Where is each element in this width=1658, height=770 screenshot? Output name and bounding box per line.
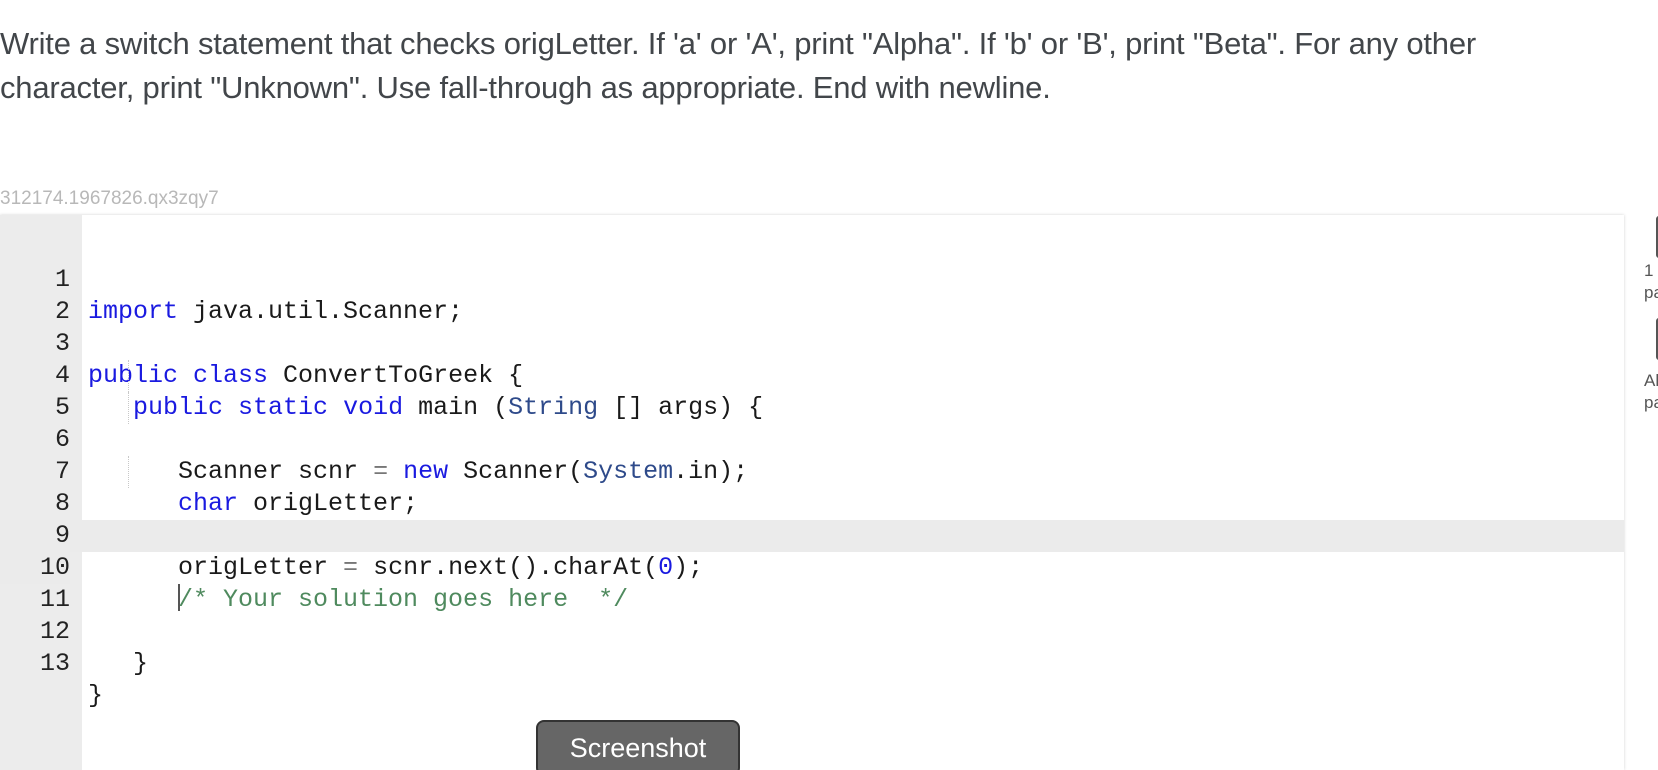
screenshot-button[interactable]: Screenshot bbox=[536, 720, 740, 770]
side-label-2a: Al bbox=[1644, 371, 1658, 390]
code-line-7[interactable]: 7 bbox=[0, 424, 1624, 486]
code-token: java.util.Scanner; bbox=[178, 297, 464, 326]
line-number: 13 bbox=[39, 649, 70, 678]
line-number: 5 bbox=[54, 393, 70, 422]
code-token: origLetter bbox=[178, 553, 344, 582]
code-token: ); bbox=[673, 553, 704, 582]
code-line-5[interactable]: 5 Scanner scnr = new Scanner(System.in); bbox=[0, 360, 1624, 486]
line-number-gutter bbox=[0, 215, 82, 770]
code-token: scnr.next().charAt( bbox=[358, 553, 659, 582]
keyword-token: class bbox=[193, 361, 269, 390]
indent-guide bbox=[128, 392, 129, 424]
code-token: origLetter; bbox=[238, 489, 419, 518]
text-cursor bbox=[178, 583, 181, 611]
prompt-line-2: character, print "Unknown". Use fall-thr… bbox=[0, 70, 1051, 105]
results-side-panel: 1 pa Al pa bbox=[1638, 210, 1658, 460]
code-line-8[interactable]: 8 origLetter = scnr.next().charAt(0); bbox=[0, 456, 1624, 582]
code-token: Scanner scnr bbox=[178, 457, 374, 486]
code-token: Scanner( bbox=[448, 457, 584, 486]
code-token: } bbox=[133, 649, 149, 678]
code-editor[interactable]: 1 import java.util.Scanner; 2 3 public c… bbox=[0, 215, 1624, 770]
code-line-4[interactable]: 4 public static void main (String [] arg… bbox=[0, 328, 1624, 422]
keyword-token: new bbox=[403, 457, 449, 486]
line-number: 3 bbox=[54, 329, 70, 358]
side-label-1a: 1 bbox=[1644, 261, 1654, 280]
code-line-1[interactable]: 1 import java.util.Scanner; bbox=[0, 232, 1624, 326]
line-number: 10 bbox=[0, 552, 70, 584]
keyword-token: static bbox=[238, 393, 329, 422]
type-token: String bbox=[508, 393, 599, 422]
side-label-2b: pa bbox=[1644, 393, 1658, 412]
line-number: 8 bbox=[54, 489, 70, 518]
operator-token: = bbox=[373, 457, 389, 486]
comment-token: /* Your solution goes here */ bbox=[178, 585, 629, 614]
line-number: 12 bbox=[39, 617, 70, 646]
code-line-12[interactable]: 12 } bbox=[0, 584, 1624, 678]
indent-guide bbox=[128, 360, 129, 392]
line-number: 2 bbox=[54, 297, 70, 326]
line-number: 1 bbox=[54, 265, 70, 294]
indent-guide bbox=[128, 456, 129, 488]
code-line-2[interactable]: 2 bbox=[0, 264, 1624, 326]
code-token: [] args) { bbox=[598, 393, 764, 422]
type-token: System bbox=[583, 457, 674, 486]
code-token: .in); bbox=[673, 457, 749, 486]
keyword-token: public bbox=[88, 361, 179, 390]
number-token: 0 bbox=[658, 553, 674, 582]
prompt-line-1: Write a switch statement that checks ori… bbox=[0, 26, 1477, 61]
code-token: ConvertToGreek { bbox=[268, 361, 524, 390]
checkbox-icon[interactable] bbox=[1656, 216, 1658, 258]
challenge-prompt: Write a switch statement that checks ori… bbox=[0, 22, 1540, 110]
line-number: 7 bbox=[54, 457, 70, 486]
line-number: 9 bbox=[54, 521, 70, 550]
code-line-13[interactable]: 13 } bbox=[0, 616, 1624, 710]
code-token: main ( bbox=[403, 393, 509, 422]
code-line-6[interactable]: 6 char origLetter; bbox=[0, 392, 1624, 518]
operator-token: = bbox=[343, 553, 359, 582]
line-number: 11 bbox=[39, 585, 70, 614]
code-lines[interactable]: 1 import java.util.Scanner; 2 3 public c… bbox=[0, 232, 1624, 710]
code-line-10-active[interactable]: 10 /* Your solution goes here */ bbox=[0, 520, 1624, 614]
line-number: 6 bbox=[54, 425, 70, 454]
code-line-3[interactable]: 3 public class ConvertToGreek { bbox=[0, 296, 1624, 390]
keyword-token: void bbox=[343, 393, 404, 422]
keyword-token: import bbox=[88, 297, 179, 326]
code-line-11[interactable]: 11 bbox=[0, 552, 1624, 614]
code-line-9[interactable]: 9 bbox=[0, 488, 1624, 550]
keyword-token: char bbox=[178, 489, 239, 518]
checkbox-icon[interactable] bbox=[1656, 318, 1658, 360]
code-token: } bbox=[88, 681, 104, 710]
keyword-token: public bbox=[133, 393, 224, 422]
side-label-1b: pa bbox=[1644, 283, 1658, 302]
line-number: 4 bbox=[54, 361, 70, 390]
challenge-id: 312174.1967826.qx3zqy7 bbox=[0, 188, 219, 209]
